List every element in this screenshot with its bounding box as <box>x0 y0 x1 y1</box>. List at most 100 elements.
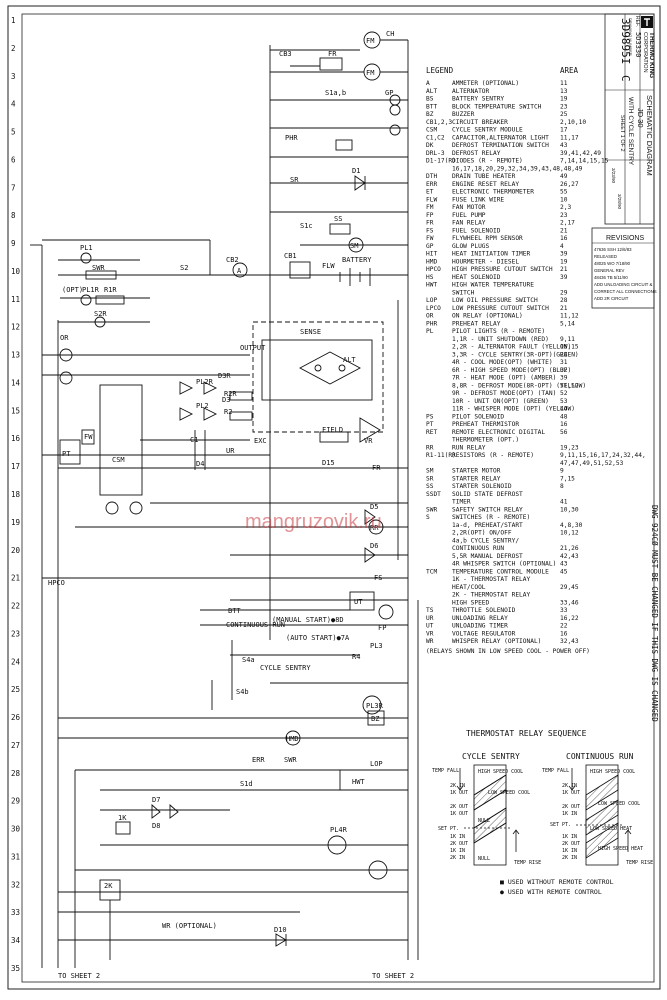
legend-code: R1-11(R) <box>426 452 456 459</box>
legend-code: ALT <box>426 88 437 95</box>
label-d7: D7 <box>152 796 160 804</box>
legend-code: FLW <box>426 196 437 203</box>
title-block: THERMO KING CORPORATION REF. 5D3330 DRAW… <box>591 13 657 309</box>
label-sr: SR <box>290 176 299 184</box>
legend-desc: 8,8R - DEFROST MODE(8R-OPT) (YELLOW) <box>452 382 586 389</box>
drawing-number: 3D9895I <box>619 18 632 64</box>
legend-area: 19,23 <box>560 444 579 451</box>
legend-desc: THROTTLE SOLENOID <box>452 607 516 614</box>
row-number: 23 <box>11 629 20 638</box>
label-s1ab: S1a,b <box>325 89 346 97</box>
legend-heading: LEGEND <box>426 66 454 75</box>
row-number: 13 <box>11 351 20 360</box>
legend-desc: BUZZER <box>452 111 475 118</box>
legend-area: 29 <box>560 289 568 296</box>
label-cycle-sentry: CYCLE SENTRY <box>260 664 311 672</box>
row-number: 34 <box>11 936 21 945</box>
label-bz: BZ <box>371 715 379 723</box>
drawing-border <box>7 5 661 990</box>
legend-desc: PILOT SOLENOID <box>452 413 504 420</box>
legend-area: 2,17 <box>560 220 575 227</box>
row-number: 16 <box>11 434 21 443</box>
legend-code: SWR <box>426 506 437 513</box>
revision-row: ADD UNLOADING CIRCUIT & <box>594 282 653 287</box>
thermostat-note-1: ■ USED WITHOUT REMOTE CONTROL <box>500 878 614 886</box>
cs-set-pt: SET PT. <box>438 826 459 832</box>
legend-code: TCM <box>426 568 437 575</box>
legend-code: C1,C2 <box>426 134 445 141</box>
row-number: 25 <box>11 685 20 694</box>
label-swr2: SWR <box>284 756 297 764</box>
legend-desc: 1,1R - UNIT SHUTDOWN (RED) <box>452 336 549 343</box>
label-rr: RR <box>370 524 379 532</box>
title-line-2: JD 30 <box>636 108 645 128</box>
row-number: 21 <box>11 574 20 583</box>
legend-desc: 7R - HEAT MODE (OPT) (AMBER) <box>452 375 556 382</box>
label-a: A <box>237 267 242 275</box>
legend-code: WR <box>426 638 434 645</box>
revision-row: 48436 TB 5/11/90 <box>594 275 628 280</box>
side-note: DWG 924CØ MUST BE CHANGED IF THIS DWG IS… <box>650 505 659 722</box>
cr-zone-2: LOW SPEED COOL <box>598 801 640 807</box>
legend-code: DTH <box>426 173 437 180</box>
ref-label: REF. <box>634 16 640 27</box>
label-d8: D8 <box>152 822 160 830</box>
schematic-labels: CB3 FR FM FM CH GP S1a,b PHR SR D1 S1c S… <box>48 30 414 980</box>
legend-desc: CONTINUOUS RUN <box>452 545 504 552</box>
legend-area: 39,41,42,49 <box>560 150 601 157</box>
cr-relay-5: 1K IN <box>562 834 577 840</box>
legend-code: UR <box>426 615 434 622</box>
row-number: 3 <box>11 72 16 81</box>
legend-desc: HIGH WATER TEMPERATURE <box>452 282 534 289</box>
label-cb1: CB1 <box>284 252 297 260</box>
label-to-sheet-1: TO SHEET 2 <box>58 972 100 980</box>
label-btt: BTT <box>228 607 241 615</box>
label-pl1: PL1 <box>80 244 93 252</box>
legend-area: 32,43 <box>560 638 579 645</box>
cs-zone-4: NULL <box>478 856 490 862</box>
legend-desc: SWITCHES (R - REMOTE) <box>452 514 530 521</box>
legend-desc: 4R - COOL MODE(OPT) (WHITE) <box>452 359 553 366</box>
legend-desc: HOURMETER - DIESEL <box>452 258 519 265</box>
schematic-diagram <box>30 31 419 968</box>
row-number: 8 <box>11 211 16 220</box>
legend-area: 2,10,10 <box>560 119 586 126</box>
legend-area: 29,45 <box>560 584 579 591</box>
label-s1c: S1c <box>300 222 313 230</box>
row-number-ruler: 1234567891011121314151617181920212223242… <box>11 16 21 973</box>
legend-area: 4 <box>560 243 564 250</box>
legend-desc: 1K - THERMOSTAT RELAY <box>452 576 531 583</box>
label-err: ERR <box>252 756 265 764</box>
legend-code: BZ <box>426 111 434 118</box>
cs-relay-7: 1K IN <box>450 848 465 854</box>
cs-temp-fall: TEMP FALL <box>432 768 459 774</box>
legend-desc: THERMOMETER (OPT.) <box>452 437 519 444</box>
legend-desc: 10R - UNIT ON(OPT) (GREEN) <box>452 398 549 405</box>
label-d6: D6 <box>370 542 378 550</box>
cs-relay-3: 2K OUT <box>450 804 468 810</box>
legend-desc: 11R - WHISPER MODE (OPT) (YELLOW) <box>452 406 575 413</box>
row-number: 1 <box>11 16 16 25</box>
legend-area: 55 <box>560 189 568 196</box>
legend-code: FP <box>426 212 434 219</box>
legend-code: DRL-3 <box>426 150 445 157</box>
label-fm-2: FM <box>366 69 374 77</box>
label-hwt: HWT <box>352 778 365 786</box>
legend-desc: RESISTORS (R - REMOTE) <box>452 452 534 459</box>
label-d10: D10 <box>274 926 287 934</box>
legend-note: (RELAYS SHOWN IN LOW SPEED COOL - POWER … <box>426 648 590 655</box>
label-ch-1: CH <box>386 30 394 38</box>
cr-relay-6: 2K OUT <box>562 841 580 847</box>
legend-area: 11 <box>560 80 568 87</box>
legend-desc: SWITCH <box>452 289 475 296</box>
legend-area-heading: AREA <box>560 66 579 75</box>
cr-zone-4: HIGH SPEED HEAT <box>598 846 643 852</box>
legend-desc: STARTER SOLENOID <box>452 483 512 490</box>
continuous-run-heading: CONTINUOUS RUN <box>566 752 634 761</box>
label-s2r: S2R <box>94 310 107 318</box>
row-number: 5 <box>11 128 16 137</box>
label-hpco: HPCO <box>48 579 65 587</box>
label-cr: CONTINUOUS RUN <box>226 621 285 629</box>
legend-code: HS <box>426 274 434 281</box>
row-number: 32 <box>11 880 20 889</box>
